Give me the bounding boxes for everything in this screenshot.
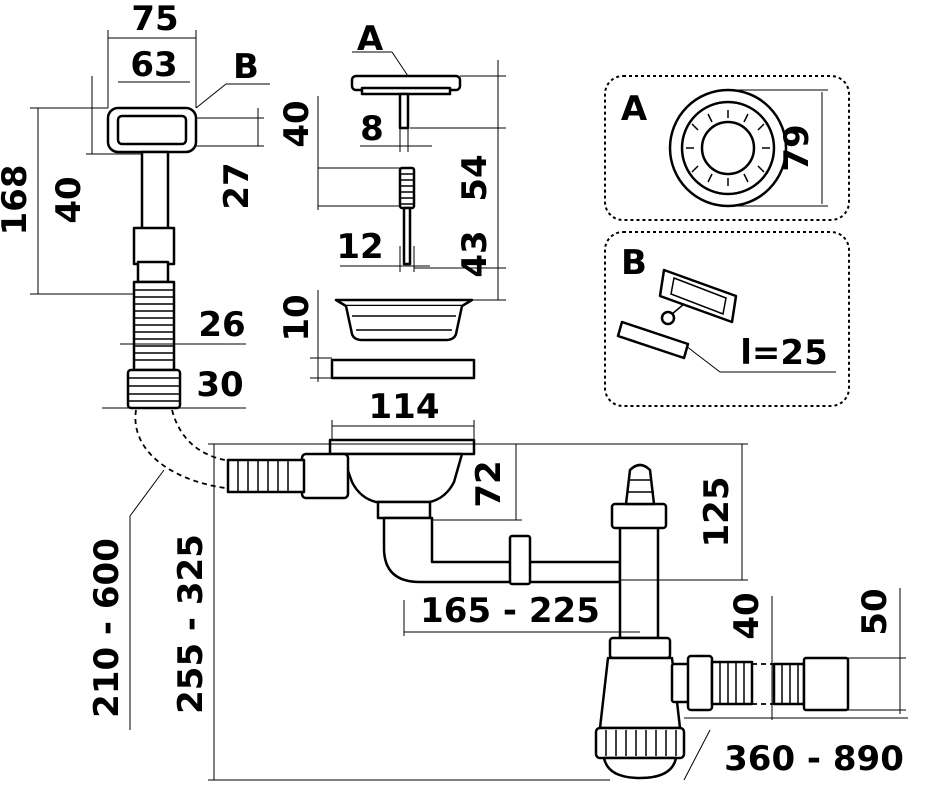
- callout-a-top: A: [357, 19, 384, 59]
- dim-8: 8: [360, 109, 384, 149]
- dim-125: 125: [697, 477, 737, 548]
- dim-12: 12: [336, 227, 383, 267]
- dim-27: 27: [217, 162, 257, 209]
- dim-255-325: 255 - 325: [171, 534, 211, 714]
- dim-43: 43: [455, 230, 495, 277]
- bottle-base: [602, 756, 678, 780]
- detail-a-letter: A: [621, 89, 648, 129]
- outlet-pipe: [710, 660, 754, 706]
- dim-40-outlet: 40: [727, 592, 767, 639]
- trap-top-nut: [610, 502, 668, 530]
- dim-30: 30: [196, 365, 243, 405]
- dim-75: 75: [131, 0, 178, 39]
- overflow-assembly: 75 63 B 168 40 27 26 30: [0, 0, 270, 489]
- bottle-body: [598, 656, 682, 730]
- dim-50-outlet: 50: [855, 588, 895, 635]
- trap-assembly: [226, 438, 850, 780]
- overflow-hose-route: [134, 409, 226, 489]
- drain-screw: [398, 166, 416, 266]
- overflow-cover-plate: [658, 268, 738, 324]
- dim-40-left: 40: [49, 176, 89, 223]
- screw-detail: [660, 303, 685, 326]
- detail-panel-b: B l=25: [604, 231, 850, 407]
- outlet-reducer: [772, 656, 850, 712]
- overflow-front-plate: [616, 320, 690, 360]
- callout-b-top: B: [233, 47, 259, 87]
- detail-b-letter: B: [621, 243, 647, 283]
- bottle-nut: [608, 636, 672, 660]
- overflow-inlet-nut: [300, 452, 350, 500]
- connecting-pipe: [382, 516, 622, 584]
- pipe-coupling: [508, 534, 532, 586]
- sink-flange: [328, 438, 476, 456]
- plug-stack: A 40 8 54 43 12: [277, 19, 506, 440]
- plug-cap-top-view: [668, 88, 788, 208]
- dim-54: 54: [455, 154, 495, 201]
- overflow-adapter-lower: [136, 260, 170, 284]
- bottle-cap: [594, 726, 686, 760]
- dim-72: 72: [469, 460, 509, 507]
- overflow-hose-end: [126, 368, 182, 410]
- detail-panel-a: A 79: [604, 75, 850, 221]
- overflow-inlet-spigot: [226, 458, 306, 494]
- drain-body: [340, 452, 464, 504]
- dim-360-890: 360 - 890: [724, 739, 904, 779]
- main-dimensions: 72 125 210 - 600 255 - 325 165 - 225 40 …: [87, 443, 908, 781]
- overflow-head-inner: [116, 114, 188, 146]
- dim-10: 10: [277, 294, 317, 341]
- dim-63: 63: [130, 45, 177, 85]
- dim-79: 79: [777, 124, 817, 171]
- dim-210-600: 210 - 600: [87, 538, 127, 718]
- dim-114: 114: [369, 387, 440, 427]
- trap-spigot: [624, 463, 656, 506]
- dim-40-plug: 40: [277, 100, 317, 147]
- strainer-basket: [334, 298, 474, 342]
- drain-nut: [376, 500, 432, 520]
- outlet-nut: [686, 654, 714, 712]
- overflow-adapter: [132, 226, 176, 266]
- plug-stem: [398, 92, 410, 130]
- strainer-gasket: [330, 358, 476, 380]
- dim-165-225: 165 - 225: [420, 591, 600, 631]
- overflow-stem: [140, 150, 170, 232]
- dim-168: 168: [0, 165, 35, 236]
- overflow-hose: [132, 280, 176, 372]
- dim-l-25: l=25: [740, 333, 827, 373]
- dim-26: 26: [198, 305, 245, 345]
